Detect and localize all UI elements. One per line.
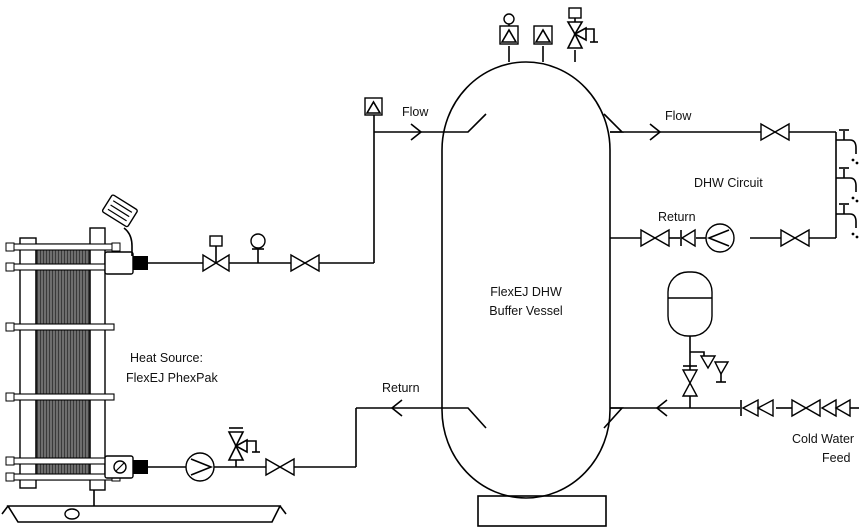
heat-source-label-line2: FlexEJ PhexPak: [126, 371, 218, 385]
primary-return-pipe: [148, 399, 442, 468]
dhw-return-isolation-valve-2: [780, 228, 810, 248]
return-isolation-valve: [265, 457, 295, 477]
primary-pump: [185, 452, 215, 482]
plate-heat-exchanger: [1, 194, 287, 523]
heat-source-label-line1: Heat Source:: [130, 351, 203, 365]
flow-temperature-gauge: [250, 233, 266, 263]
cold-feed-check-valve: [740, 398, 774, 418]
dhw-return-pump: [705, 223, 735, 253]
cold-feed-label-line2: Feed: [822, 451, 851, 465]
vessel-top-air-vent: [533, 25, 553, 45]
dhw-flow-pipe: [610, 123, 836, 141]
tie-bolts: [5, 242, 121, 482]
dhw-return-check-valve: [680, 228, 696, 248]
flow-label-left: Flow: [402, 105, 429, 119]
cold-feed-relief-valve: [681, 351, 730, 397]
expansion-vessel: [667, 271, 713, 370]
cold-feed-valve-1: [791, 398, 821, 418]
vessel-label-line1: FlexEJ DHW: [490, 285, 562, 299]
dhw-return-isolation-valve-1: [640, 228, 670, 248]
vessel-label-line2: Buffer Vessel: [489, 304, 562, 318]
flow-control-valve: [202, 235, 230, 273]
flow-line-air-vent: [364, 97, 383, 116]
return-relief-valve: [227, 427, 260, 467]
vessel-top-air-vent-gauge: [499, 13, 519, 45]
dhw-circuit-label: DHW Circuit: [694, 176, 763, 190]
cold-feed-pipe: [610, 396, 792, 417]
return-label-right: Return: [658, 210, 696, 224]
cold-feed-valve-2: [820, 398, 859, 418]
tap-3: [836, 203, 859, 239]
tap-1: [836, 129, 859, 165]
flow-label-right: Flow: [665, 109, 692, 123]
vessel-top-relief-valve: [566, 7, 598, 49]
primary-flow-pipe: [148, 114, 442, 264]
cold-feed-label-line1: Cold Water: [792, 432, 854, 446]
tap-2: [836, 167, 859, 203]
dhw-flow-isolation-valve: [760, 122, 790, 142]
flow-isolation-valve: [290, 253, 320, 273]
return-label-left: Return: [382, 381, 420, 395]
